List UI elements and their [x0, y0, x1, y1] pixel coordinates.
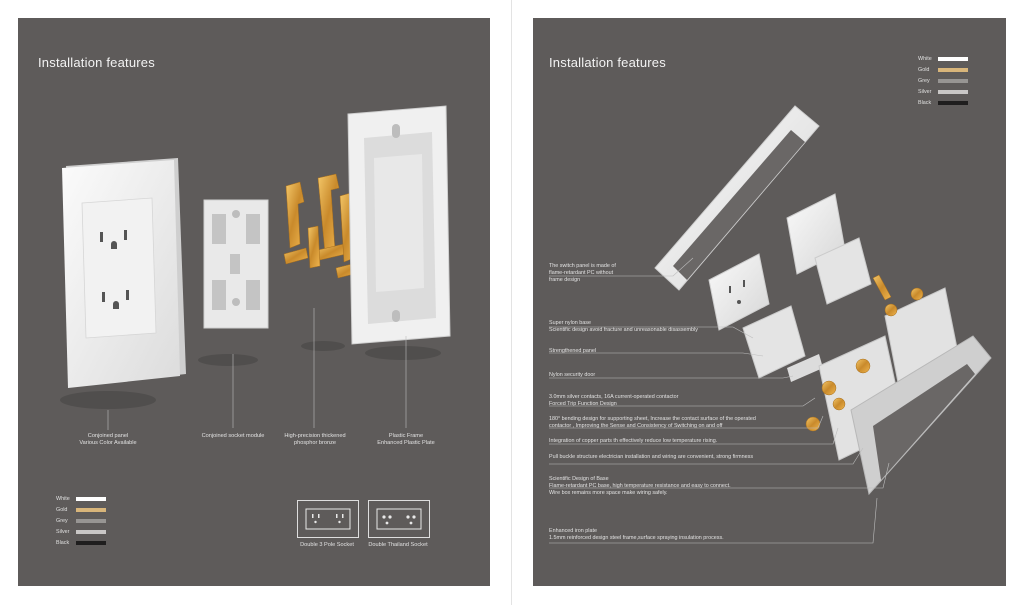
switch-exploded-view-illustration [549, 105, 992, 544]
feature-line: Pull buckle structure electrician instal… [549, 454, 754, 460]
legend-label: Silver [918, 89, 932, 95]
feature-line: The switch panel is made of [549, 263, 616, 269]
legend-item-grey: Grey [918, 78, 1008, 85]
double-3-pole-socket-label: Double 3 Pole Socket [300, 542, 354, 548]
feature-line: Enhanced iron plate [549, 528, 597, 534]
feature-line: Flame-retardant PC base, high temperatur… [549, 483, 731, 489]
double-thailand-socket-label: Double Thailand Socket [368, 542, 428, 548]
feature-line: contactor , Improving the Sense and Cons… [549, 423, 723, 429]
legend-label: Black [918, 100, 932, 106]
panel-caption-line: Various Color Available [79, 440, 137, 446]
right-page-title: Installation features [549, 55, 666, 70]
feature-strengthened-panel: Strengthened panel [549, 348, 596, 355]
legend-swatch [938, 101, 968, 105]
legend-swatch [938, 90, 968, 94]
legend-item-grey: Grey [56, 518, 146, 525]
feature-line: Scientific Design of Base [549, 476, 609, 482]
legend-swatch [76, 519, 106, 523]
legend-swatch [76, 508, 106, 512]
legend-label: Black [56, 540, 70, 546]
legend-swatch [76, 497, 106, 501]
frame-caption-line: Plastic Frame [388, 433, 424, 439]
frame-caption: Plastic Frame Enhanced Plastic Plate [368, 433, 444, 447]
legend-item-black: Black [918, 100, 1008, 107]
feature-switch-panel: The switch panel is made of flame-retard… [549, 263, 616, 284]
feature-nylon-base: Super nylon base Scientific design avoid… [549, 320, 698, 334]
phosphor-bronze-contacts [283, 173, 363, 279]
legend-item-silver: Silver [56, 529, 146, 536]
legend-swatch [938, 57, 968, 61]
feature-line: Super nylon base [549, 320, 591, 326]
feature-line: 180° bending design for supporting sheet… [549, 416, 756, 422]
legend-item-gold: Gold [918, 67, 1008, 74]
legend-label: White [56, 496, 70, 502]
legend-item-black: Black [56, 540, 146, 547]
module-caption: Conjoined socket module [198, 433, 268, 440]
legend-swatch [76, 541, 106, 545]
legend-item-gold: Gold [56, 507, 146, 514]
double-thailand-socket-box [368, 500, 430, 538]
legend-label: Gold [918, 67, 930, 73]
bronze-caption-line: phosphor bronze [294, 440, 336, 446]
right-page-panel: Installation features White Gold Grey Si… [533, 18, 1006, 586]
double-3-pole-socket-box [297, 500, 359, 538]
feature-line: frame design [549, 277, 581, 283]
left-page-panel: Installation features [18, 18, 490, 586]
legend-item-white: White [918, 56, 1008, 63]
feature-line: Scientific design avoid fracture and unr… [549, 327, 698, 333]
legend-swatch [938, 68, 968, 72]
feature-line: Forced Trip Function Design [549, 401, 617, 407]
legend-label: Silver [56, 529, 70, 535]
legend-label: Grey [56, 518, 68, 524]
feature-pull-buckle: Pull buckle structure electrician instal… [549, 454, 753, 461]
socket-exploded-view-illustration [60, 105, 451, 430]
feature-line: 1.5mm reinforced design steel frame,surf… [549, 535, 724, 541]
feature-nylon-security-door: Nylon security door [549, 372, 595, 379]
legend-swatch [76, 530, 106, 534]
bronze-caption-line: High-precision thickened [284, 433, 346, 439]
double-3-pole-socket-icon [305, 508, 351, 530]
legend-swatch [938, 79, 968, 83]
double-thailand-socket-icon [376, 508, 422, 530]
feature-base-design: Scientific Design of Base Flame-retardan… [549, 476, 731, 497]
feature-silver-contacts: 3.0mm silver contacts, 16A current-opera… [549, 394, 678, 408]
panel-caption-line: Conjoined panel [87, 433, 129, 439]
bronze-caption: High-precision thickened phosphor bronze [280, 433, 350, 447]
feature-line: flame-retardant PC without [549, 270, 614, 276]
module-caption-line: Conjoined socket module [201, 433, 265, 439]
conjoined-socket-module [203, 199, 269, 329]
page-divider [511, 0, 512, 605]
conjoined-panel [62, 158, 186, 388]
feature-iron-plate: Enhanced iron plate 1.5mm reinforced des… [549, 528, 724, 542]
legend-label: Gold [56, 507, 68, 513]
panel-caption: Conjoined panel Various Color Available [78, 433, 138, 447]
legend-item-white: White [56, 496, 146, 503]
feature-copper-parts: Integration of copper parts th effective… [549, 438, 717, 445]
legend-label: Grey [918, 78, 930, 84]
feature-line: Wire box remains more space make wiring … [549, 490, 668, 496]
frame-caption-line: Enhanced Plastic Plate [377, 440, 435, 446]
feature-bending-design: 180° bending design for supporting sheet… [549, 416, 756, 430]
feature-line: Strengthened panel [549, 348, 597, 354]
feature-line: Integration of copper parts th effective… [549, 438, 718, 444]
left-page-title: Installation features [38, 55, 155, 70]
plastic-frame [347, 105, 451, 345]
legend-item-silver: Silver [918, 89, 1008, 96]
feature-line: 3.0mm silver contacts, 16A current-opera… [549, 394, 679, 400]
feature-line: Nylon security door [549, 372, 596, 378]
legend-label: White [918, 56, 932, 62]
